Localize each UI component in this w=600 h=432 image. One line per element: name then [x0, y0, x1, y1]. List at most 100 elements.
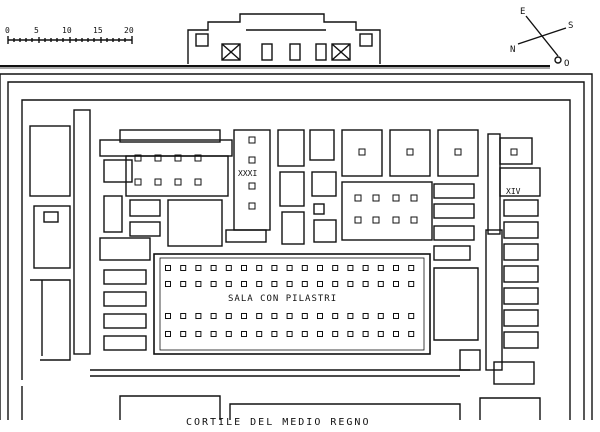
scale-tick-0: 0 — [5, 26, 10, 35]
pillar — [286, 265, 293, 271]
pillar — [180, 331, 187, 337]
pillar — [180, 265, 187, 271]
pillar — [241, 331, 247, 337]
room-post — [406, 148, 414, 156]
pillar — [332, 281, 339, 287]
pillar — [301, 313, 308, 319]
eastern-rooms — [433, 133, 541, 385]
hall-label: SALA CON PILASTRI — [228, 294, 337, 304]
pillar — [271, 313, 278, 319]
compass-east: E — [520, 7, 525, 17]
pillar — [347, 265, 354, 271]
pillar — [195, 265, 202, 271]
room-post — [510, 148, 518, 156]
pillar — [347, 331, 354, 337]
pillar — [195, 331, 202, 337]
scale-tick-20: 20 — [124, 26, 134, 35]
room-post — [194, 154, 202, 162]
room-post — [248, 202, 256, 210]
room-post — [248, 136, 256, 144]
pillar — [286, 281, 293, 287]
pillar — [332, 331, 339, 337]
scale-tick-10: 10 — [62, 26, 72, 35]
pillar — [271, 331, 278, 337]
hall-of-pillars — [153, 253, 431, 355]
pillar — [210, 265, 217, 271]
pillar — [241, 281, 247, 287]
room-post — [372, 194, 380, 202]
pillar — [165, 281, 171, 287]
entrance-pylon — [187, 13, 381, 64]
courtyard-label: CORTILE DEL MEDIO REGNO — [186, 417, 370, 428]
pillar — [180, 281, 187, 287]
room-posts — [134, 136, 518, 224]
pillar — [408, 265, 415, 271]
compass-south: S — [568, 21, 573, 31]
pillar — [256, 331, 263, 337]
pillar — [408, 331, 415, 337]
pillar — [210, 281, 217, 287]
pillar — [195, 281, 202, 287]
enclosure-walls — [0, 73, 593, 420]
scale-tick-5: 5 — [34, 26, 39, 35]
pillar — [393, 331, 399, 337]
pillar — [225, 313, 232, 319]
pillar — [377, 313, 384, 319]
pillar — [241, 265, 247, 271]
room-post — [174, 154, 182, 162]
pillar — [347, 313, 354, 319]
pillar — [195, 313, 202, 319]
room-post — [154, 178, 162, 186]
pillar — [165, 265, 171, 271]
pillar — [332, 265, 339, 271]
pillar — [301, 265, 308, 271]
pillar — [256, 281, 263, 287]
room-post — [410, 216, 418, 224]
room-post — [248, 182, 256, 190]
pillar — [225, 281, 232, 287]
pillar — [256, 265, 263, 271]
pillar — [317, 281, 323, 287]
western-rooms — [103, 269, 147, 351]
room-post — [358, 148, 366, 156]
pillar — [377, 265, 384, 271]
pillar — [377, 281, 384, 287]
pillar — [286, 331, 293, 337]
pillar — [347, 281, 354, 287]
pillar — [362, 281, 369, 287]
room-label-31: XXXI — [238, 169, 257, 178]
pillar — [332, 313, 339, 319]
room-post — [194, 178, 202, 186]
room-post — [392, 216, 400, 224]
pillar — [317, 313, 323, 319]
room-post — [354, 216, 362, 224]
pillar — [225, 265, 232, 271]
compass-rose — [517, 15, 567, 64]
pillar — [408, 281, 415, 287]
northern-rooms — [99, 129, 479, 261]
pillar — [393, 265, 399, 271]
pillar — [180, 313, 187, 319]
pillar — [165, 331, 171, 337]
compass-north: N — [510, 45, 515, 55]
room-post — [134, 178, 142, 186]
pillar — [301, 331, 308, 337]
room-label-14: XIV — [506, 187, 521, 196]
pillar — [210, 331, 217, 337]
room-post — [354, 194, 362, 202]
room-post — [174, 178, 182, 186]
room-post — [372, 216, 380, 224]
pillar — [256, 313, 263, 319]
pillar — [225, 331, 232, 337]
room-post — [248, 156, 256, 164]
pillar — [271, 265, 278, 271]
pillar — [301, 281, 308, 287]
pillar — [286, 313, 293, 319]
room-post — [134, 154, 142, 162]
pillar — [393, 281, 399, 287]
pillar — [393, 313, 399, 319]
room-post — [154, 154, 162, 162]
room-post — [454, 148, 462, 156]
room-post — [392, 194, 400, 202]
